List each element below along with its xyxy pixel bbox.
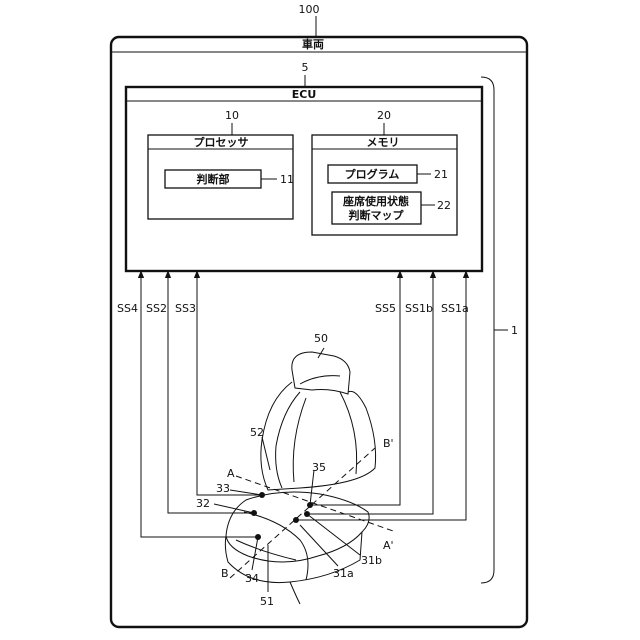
sensor-33-leader (230, 490, 262, 495)
memory-block: 20 メモリ プログラム 21 座席使用状態 判断マップ 22 (312, 109, 457, 235)
sensor-33-ref: 33 (216, 482, 230, 495)
seat-ref: 50 (314, 332, 328, 345)
vehicle-title: 車両 (302, 37, 324, 51)
sensor-32-ref: 32 (196, 497, 210, 510)
signal-lines: SS4 SS2 SS3 SS5 SS1b SS1a (117, 271, 469, 537)
seat-map-label-line2: 判断マップ (349, 208, 405, 222)
vehicle-ref: 100 (299, 3, 320, 16)
sensor-31b-ref: 31b (361, 554, 382, 567)
seat-base (290, 582, 300, 604)
judgment-unit-label: 判断部 (197, 172, 230, 186)
ecu-title: ECU (292, 88, 317, 101)
seat-cushion-seam (244, 512, 308, 580)
seat-back-ref: 52 (250, 426, 264, 439)
seat-cushion-front-seam (236, 540, 296, 560)
signal-line-ss3 (197, 271, 262, 495)
sensor-31a-ref: 31a (333, 567, 354, 580)
seat-illustration: 50 52 35 33 32 34 51 31a 31b A A' B B' (196, 332, 396, 608)
cushion-ref: 51 (260, 595, 274, 608)
seat-map-ref: 22 (437, 199, 451, 212)
judgment-unit-ref: 11 (280, 173, 294, 186)
signal-label-ss5: SS5 (375, 302, 396, 315)
signal-label-ss2: SS2 (146, 302, 167, 315)
system-ref: 1 (511, 324, 518, 337)
seat-cushion-top (226, 492, 369, 562)
section-label-a: A (227, 467, 235, 480)
signal-label-ss4: SS4 (117, 302, 138, 315)
seat-headrest-detail (300, 376, 340, 384)
program-label: プログラム (345, 167, 400, 181)
section-label-b: B (221, 567, 229, 580)
sensor-34-ref: 34 (245, 572, 259, 585)
sensor-31a-dot (293, 517, 299, 523)
seat-map-label-line1: 座席使用状態 (342, 194, 409, 208)
ecu-ref: 5 (302, 61, 309, 74)
seat-back-seam-left (276, 392, 300, 488)
seat-back-seam-right (340, 392, 357, 474)
memory-title: メモリ (367, 136, 400, 149)
seat-headrest (292, 352, 350, 394)
signal-label-ss1a: SS1a (441, 302, 469, 315)
signal-label-ss1b: SS1b (405, 302, 433, 315)
memory-ref: 20 (377, 109, 391, 122)
processor-title: プロセッサ (194, 135, 249, 149)
section-label-a-prime: A' (383, 539, 394, 552)
sensor-34-leader (252, 537, 258, 570)
seat-back-inner (293, 398, 306, 482)
signal-label-ss3: SS3 (175, 302, 196, 315)
sensor-35-ref: 35 (312, 461, 326, 474)
section-line-a (236, 476, 396, 532)
program-ref: 21 (434, 168, 448, 181)
seat-back-ref-leader (262, 437, 270, 470)
vehicle-block: 100 車両 (111, 3, 527, 627)
system-bracket: 1 (481, 77, 518, 583)
processor-block: 10 プロセッサ 判断部 11 (148, 109, 294, 219)
section-label-b-prime: B' (383, 437, 394, 450)
processor-ref: 10 (225, 109, 239, 122)
